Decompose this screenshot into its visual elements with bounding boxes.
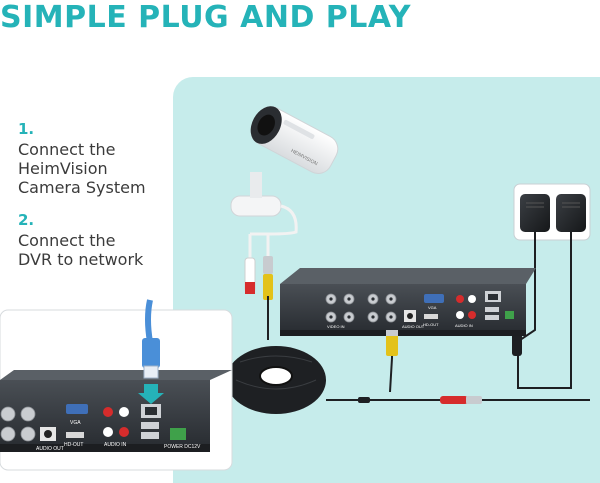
step-1-number: 1. — [18, 120, 35, 138]
headline: SIMPLE PLUG AND PLAY — [0, 0, 411, 35]
camera: HEIMVISION — [230, 106, 339, 300]
arrow-down-icon — [138, 384, 164, 404]
step-2-line-1: Connect the — [18, 231, 116, 250]
power-cables — [480, 232, 590, 401]
step-1: 1. Connect the HeimVision Camera System — [18, 120, 178, 197]
dvr-main-label-audio-out: AUDIO OUT — [402, 324, 425, 329]
dvr-main-label-hd-out: HD-OUT — [423, 322, 439, 327]
dvr-inset-label-power: POWER DC12V — [164, 444, 201, 450]
dvr-inset-label-audio-out: AUDIO OUT — [36, 446, 64, 452]
dvr-main-label-vga: VGA — [428, 305, 437, 310]
dc-plug — [512, 330, 522, 356]
power-adapters — [513, 183, 591, 241]
steps-list: 1. Connect the HeimVision Camera System … — [18, 120, 178, 283]
dvr-inset-label-hd-out: HD-OUT — [64, 442, 83, 448]
dvr-inset-label-audio-in: AUDIO IN — [104, 442, 127, 448]
step-1-line-2: HeimVision — [18, 159, 108, 178]
dvr-main: VIDEO IN AUDIO OUT VGA HD-OUT AUDIO IN — [280, 268, 536, 336]
dvr-inset: VGA AUDIO OUT HD-OUT AUDIO IN POWER DC12… — [0, 299, 233, 471]
step-2-line-2: DVR to network — [18, 250, 144, 269]
dvr-main-label-audio-in: AUDIO IN — [455, 323, 473, 328]
step-1-line-1: Connect the — [18, 140, 116, 159]
dvr-main-label-video-in: VIDEO IN — [327, 324, 345, 329]
cable-coil — [226, 346, 326, 414]
dvr-inset-label-vga: VGA — [70, 420, 81, 426]
step-2: 2. Connect the DVR to network — [18, 211, 178, 269]
step-2-number: 2. — [18, 211, 35, 229]
step-1-line-3: Camera System — [18, 178, 146, 197]
